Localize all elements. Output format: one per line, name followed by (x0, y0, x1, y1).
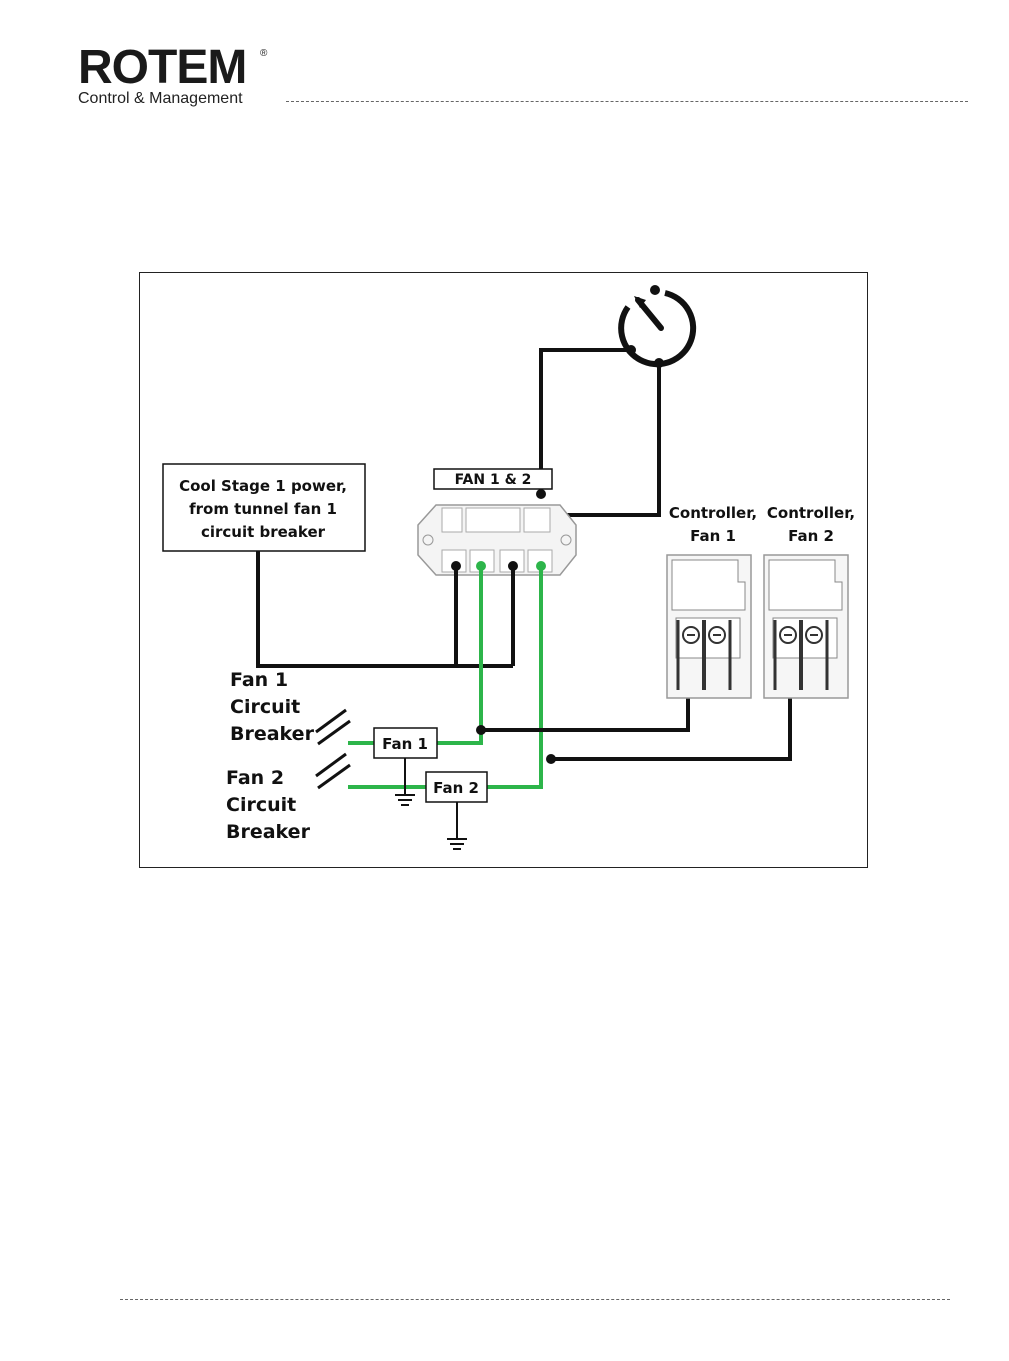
fan2-load-label: Fan 2 (433, 779, 479, 797)
breaker1-line-1: Fan 1 (230, 669, 288, 691)
breaker2-line-3: Breaker (226, 821, 311, 843)
breaker1-line-3: Breaker (230, 723, 315, 745)
ground-icon (395, 758, 415, 805)
breaker2-line-1: Fan 2 (226, 767, 284, 789)
controller-fan2-line-1: Controller, (767, 504, 855, 522)
controller-fan2-line-2: Fan 2 (788, 527, 834, 545)
breaker-switch-icon (316, 710, 350, 744)
fan2-load-box: Fan 2 (426, 772, 487, 802)
power-source-box: Cool Stage 1 power, from tunnel fan 1 ci… (163, 464, 365, 551)
fan1-load-label: Fan 1 (382, 735, 428, 753)
ground-icon (447, 802, 467, 849)
breaker-switch-icon (316, 754, 350, 788)
controller-fan1-line-1: Controller, (669, 504, 757, 522)
breaker2-line-2: Circuit (226, 794, 296, 816)
fan1-load-box: Fan 1 (374, 728, 437, 758)
footer-divider (120, 1299, 950, 1300)
relay-icon (418, 505, 576, 575)
terminal-block-icon (764, 555, 848, 698)
wire-node (536, 489, 546, 499)
timer-icon (621, 285, 693, 368)
power-source-line-3: circuit breaker (201, 523, 326, 541)
relay-label: FAN 1 & 2 (455, 472, 532, 488)
controller-fan1-line-2: Fan 1 (690, 527, 736, 545)
breaker1-line-2: Circuit (230, 696, 300, 718)
terminal-block-icon (667, 555, 751, 698)
timer-wires (538, 350, 659, 515)
power-source-line-1: Cool Stage 1 power, (179, 477, 347, 495)
power-source-line-2: from tunnel fan 1 (189, 500, 337, 518)
relay-label-box: FAN 1 & 2 (434, 469, 552, 489)
